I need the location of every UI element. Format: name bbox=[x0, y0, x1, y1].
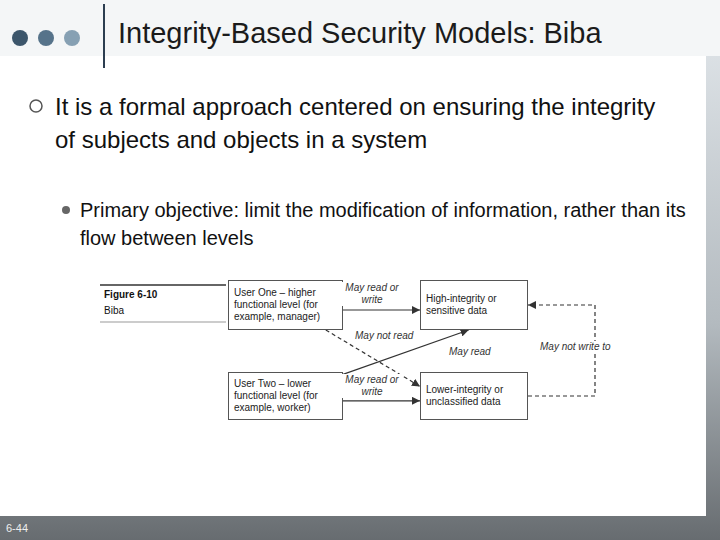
user-box: User Two – lower functional level (for e… bbox=[228, 372, 343, 420]
bullet-text: It is a formal approach centered on ensu… bbox=[55, 90, 675, 156]
header-dot bbox=[64, 30, 80, 46]
figure-caption: Biba bbox=[104, 305, 124, 317]
figure-number: Figure 6-10 bbox=[104, 289, 157, 301]
edge-label: May not read bbox=[353, 330, 415, 342]
header-dot bbox=[12, 30, 28, 46]
arrow-connector bbox=[343, 400, 420, 401]
box-text: High-integrity or sensitive data bbox=[426, 293, 522, 317]
bullet-symbol bbox=[30, 100, 42, 112]
box-text: User One – higher functional level (for … bbox=[234, 287, 337, 323]
header-divider bbox=[103, 4, 105, 68]
sub-bullet-symbol bbox=[62, 206, 70, 214]
data-box: High-integrity or sensitive data bbox=[420, 280, 528, 330]
header-dot bbox=[38, 30, 54, 46]
edge-label: May read bbox=[447, 346, 493, 358]
slide-title: Integrity-Based Security Models: Biba bbox=[118, 16, 602, 50]
content-panel bbox=[0, 56, 706, 516]
header-band bbox=[0, 0, 720, 56]
edge-label: May read or write bbox=[342, 282, 402, 306]
arrow-connector bbox=[343, 309, 420, 310]
data-box: Lower-integrity or unclassified data bbox=[420, 372, 528, 420]
user-box: User One – higher functional level (for … bbox=[228, 280, 343, 330]
page-number: 6-44 bbox=[6, 522, 28, 535]
edge-label: May read or write bbox=[342, 374, 402, 398]
figure-rule bbox=[100, 322, 226, 323]
sub-bullet-text: Primary objective: limit the modificatio… bbox=[80, 196, 695, 252]
edge-label: May not write to bbox=[538, 341, 613, 353]
box-text: User Two – lower functional level (for e… bbox=[234, 378, 337, 414]
figure-rule bbox=[100, 284, 226, 286]
box-text: Lower-integrity or unclassified data bbox=[426, 384, 522, 408]
